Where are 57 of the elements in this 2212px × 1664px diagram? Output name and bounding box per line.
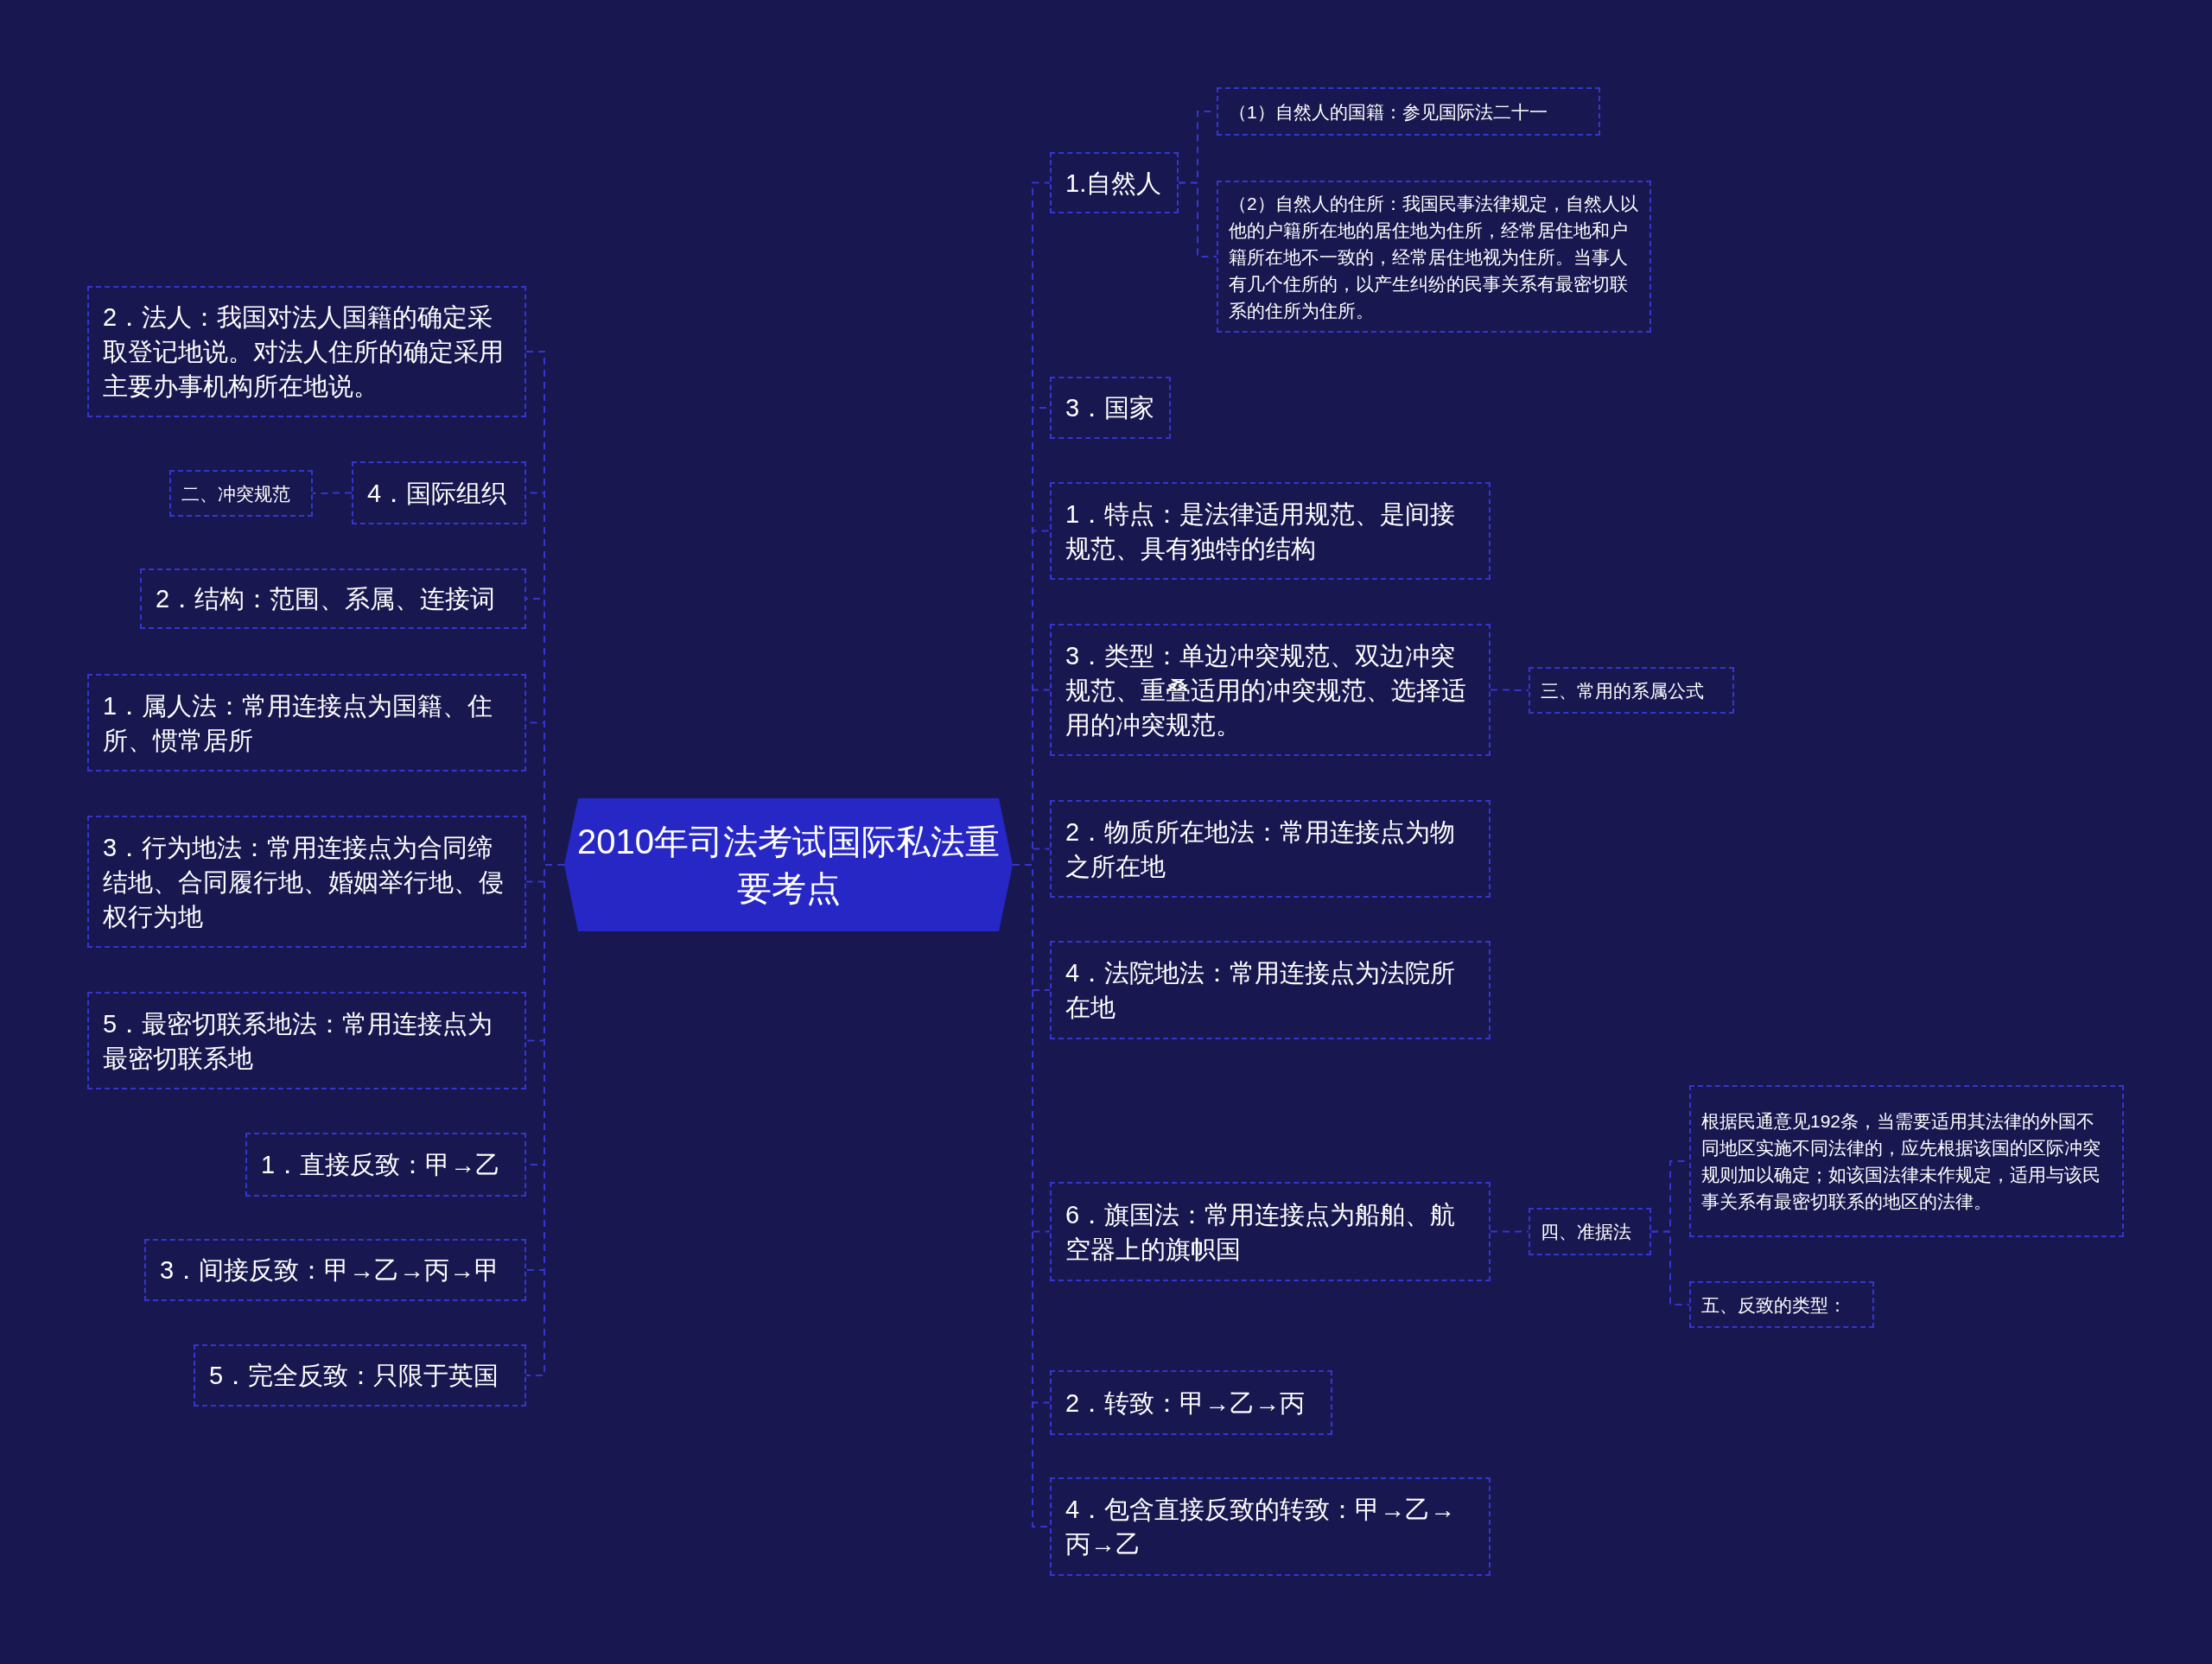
topic-text: 4．包含直接反致的转致：甲→乙→丙→乙 — [1065, 1495, 1457, 1559]
topic-text: 6．旗国法：常用连接点为船舶、航空器上的旗帜国 — [1065, 1199, 1457, 1265]
topic-box — [245, 1133, 526, 1197]
topic-text: 2．结构：范围、系属、连接词 — [156, 584, 497, 614]
topic-box — [1050, 1370, 1332, 1435]
topic-text: 2．法人：我国对法人国籍的确定采取登记地说。对法人住所的确定采用主要办事机构所在地说。 — [103, 302, 505, 402]
topic-text: 1.自然人 — [1065, 168, 1163, 199]
topic-text: 三、常用的系属公式 — [1541, 679, 1705, 702]
subtopic-box — [1529, 1208, 1651, 1255]
topic-box — [87, 286, 526, 417]
topic-text: 二、冲突规范 — [181, 482, 291, 505]
topic-text: 1．直接反致：甲→乙 — [261, 1150, 502, 1180]
subtopic-box — [169, 470, 313, 517]
topic-box — [1050, 1477, 1491, 1576]
connector-line — [1650, 1230, 1690, 1305]
topic-text: 3．类型：单边冲突规范、双边冲突规范、重叠适用的冲突规范、选择适用的冲突规范。 — [1065, 640, 1467, 740]
topic-box — [144, 1239, 526, 1301]
connector-line — [1490, 689, 1529, 691]
topic-text: 3．行为地法：常用连接点为合同缔结地、合同履行地、婚姻举行地、侵权行为地 — [103, 832, 505, 932]
subtopic-box — [1689, 1281, 1874, 1328]
topic-box — [87, 992, 526, 1089]
topic-text: 3．间接反致：甲→乙→丙→甲 — [160, 1255, 501, 1286]
topic-box — [194, 1344, 526, 1407]
topic-text: 根据民通意见192条，当需要适用其法律的外国不同地区实施不同法律的，应先根据该国的区际冲突规则加以确定；如该国法律未作规定，适用与该民事关系有最密切联系的地区的法律。 — [1701, 1110, 2101, 1213]
topic-text: （2）自然人的住所：我国民事法律规定，自然人以他的户籍所在地的居住地为住所，经常居住地和户籍所在地不一致的，经常居住地视为住所。当事人有几个住所的，以产生纠纷的民事关系有最密切联系的住所为住所。 — [1229, 192, 1639, 322]
topic-text: 2．转致：甲→乙→丙 — [1065, 1388, 1306, 1419]
topic-box — [87, 816, 526, 948]
subtopic-box — [1217, 181, 1651, 333]
topic-text: 5．完全反致：只限于英国 — [209, 1361, 500, 1391]
topic-box — [87, 674, 526, 772]
topic-text: 四、准据法 — [1541, 1221, 1632, 1243]
topic-box — [1050, 152, 1179, 213]
central-topic — [564, 798, 1013, 931]
topic-box — [1050, 800, 1491, 898]
topic-text: 2．物质所在地法：常用连接点为物之所在地 — [1065, 816, 1457, 882]
topic-box — [1050, 482, 1491, 580]
topic-text: 4．法院地法：常用连接点为法院所在地 — [1065, 958, 1457, 1023]
connector-line — [1178, 181, 1217, 257]
topic-text: 2010年司法考试国际私法重要考点 — [576, 822, 1001, 909]
subtopic-box — [1217, 87, 1600, 136]
topic-box — [352, 461, 526, 524]
subtopic-box — [1529, 667, 1734, 714]
topic-box — [140, 568, 526, 629]
topic-text: 3．国家 — [1065, 393, 1155, 423]
connector-line — [312, 492, 353, 494]
topic-text: 5．最密切联系地法：常用连接点为最密切联系地 — [103, 1008, 494, 1074]
topic-text: 五、反致的类型： — [1701, 1293, 1847, 1317]
topic-box — [1050, 941, 1491, 1039]
subtopic-box — [1689, 1085, 2124, 1237]
topic-text: 1．特点：是法律适用规范、是间接规范、具有独特的结构 — [1065, 499, 1457, 564]
connector-line — [1490, 1230, 1529, 1233]
topic-box — [1050, 377, 1171, 439]
topic-text: 4．国际组织 — [367, 478, 508, 509]
topic-text: （1）自然人的国籍：参见国际法二十一 — [1229, 100, 1548, 124]
topic-box — [1050, 624, 1491, 756]
topic-text: 1．属人法：常用连接点为国籍、住所、惯常居所 — [103, 690, 494, 756]
topic-box — [1050, 1182, 1491, 1281]
